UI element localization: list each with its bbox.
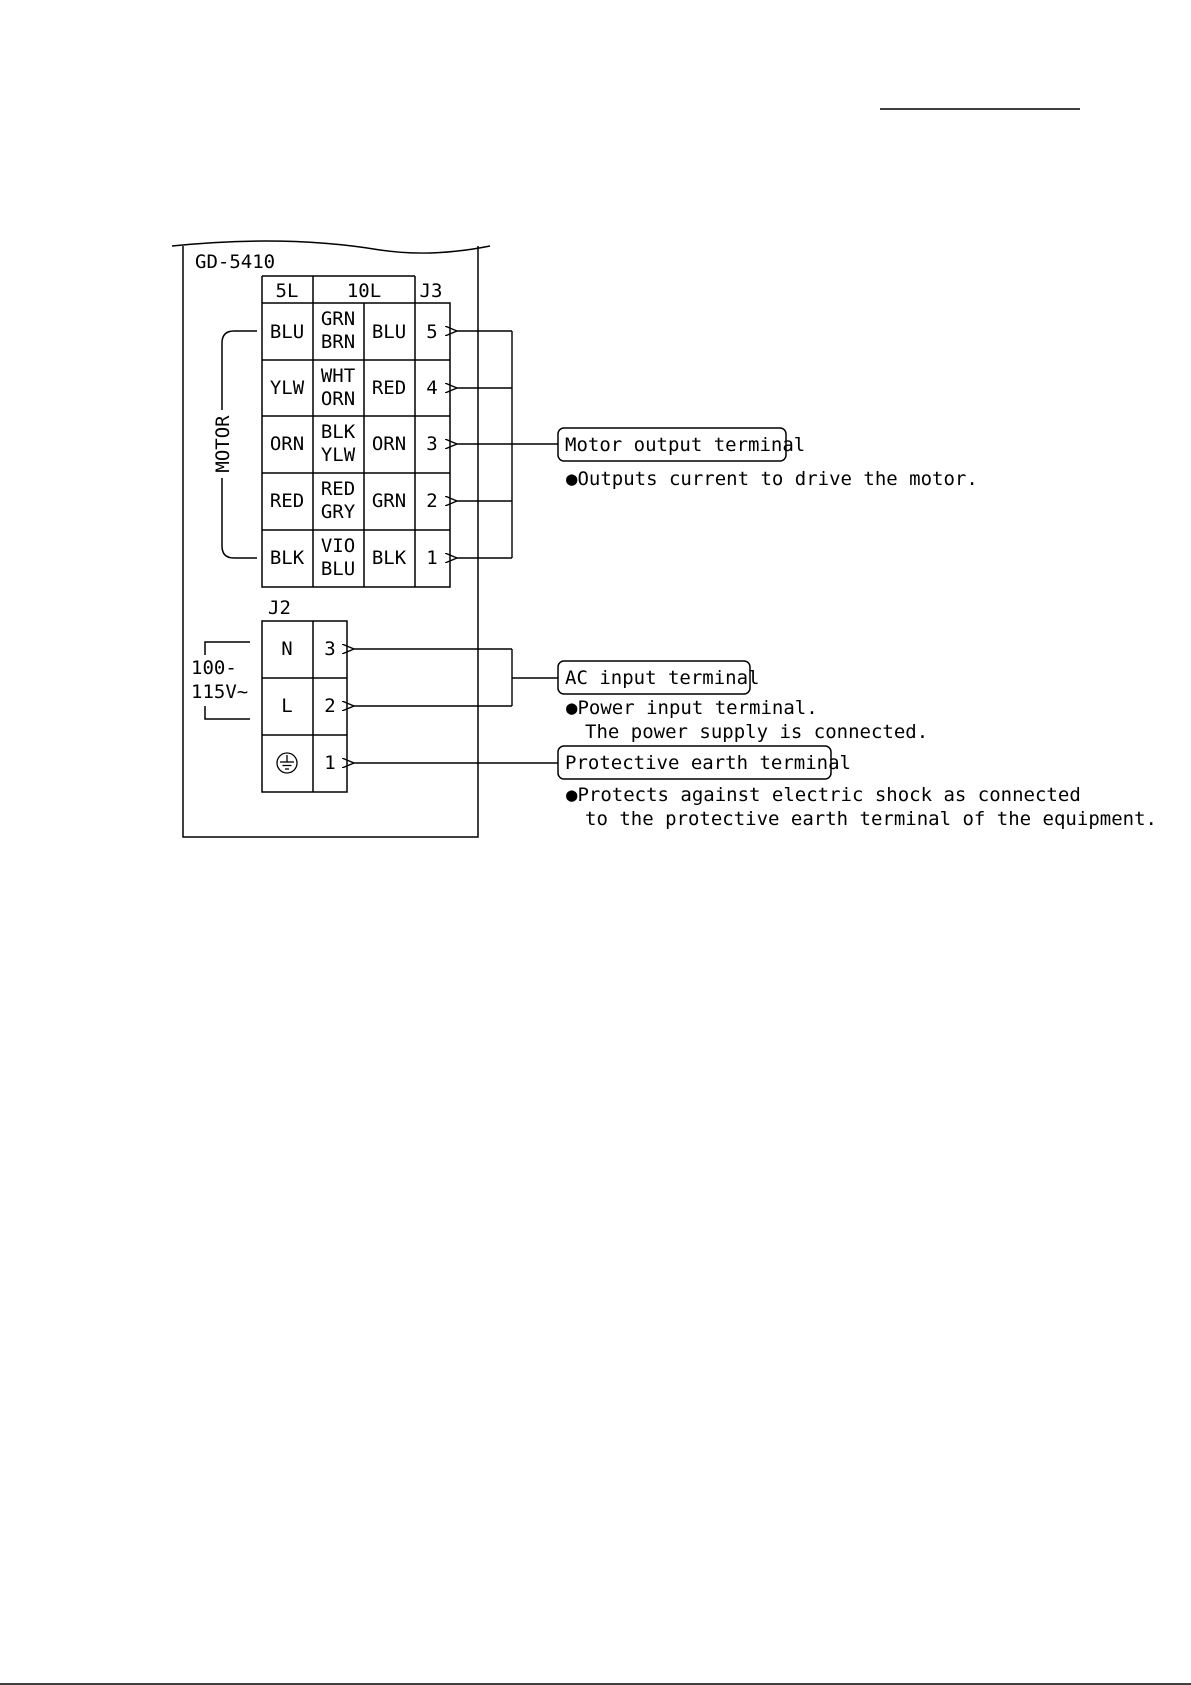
j3-cell-10l-a: BLU (321, 558, 355, 580)
ac-voltage-line1: 100- (191, 657, 237, 679)
ac-voltage-line2: 115V~ (191, 681, 248, 703)
j3-cell-10l-a: YLW (321, 444, 356, 466)
device-enclosure-body (182, 246, 479, 838)
j2-pin-number: 1 (324, 752, 335, 774)
motor-output-callout-box (557, 427, 787, 462)
j3-cell-10l-a: ORN (321, 388, 355, 410)
j3-cell-10l-a: VIO (321, 535, 355, 557)
motor-label: MOTOR (212, 415, 234, 473)
ac-input-leads (353, 649, 558, 706)
j3-rows: BLU GRN BRN BLU 5 YLW WHT ORN RED 4 ORN … (270, 308, 438, 580)
ac-input-callout-box (557, 660, 751, 695)
ac-voltage-bracket (204, 641, 250, 720)
j3-cell-10l-a: GRN (321, 308, 355, 330)
j3-cell-5l: ORN (270, 433, 304, 455)
j3-connector-table (261, 275, 451, 588)
j3-header-5l: 5L (276, 280, 299, 302)
ac-input-callout-desc1: ●Power input terminal. (566, 697, 818, 719)
ac-input-callout-desc2: The power supply is connected. (585, 721, 928, 743)
j3-connector-label: J3 (420, 280, 443, 302)
j3-cell-10l-b: ORN (372, 433, 406, 455)
j2-cell-label: N (281, 638, 292, 660)
protective-earth-callout-title: Protective earth terminal (565, 752, 851, 774)
device-enclosure (171, 240, 491, 254)
j2-pin-number: 3 (324, 638, 335, 660)
j3-cell-10l-b: GRN (372, 490, 406, 512)
j3-cell-5l: BLK (270, 547, 305, 569)
j2-connector-label: J2 (268, 597, 291, 619)
j3-cell-10l-b: BLK (372, 547, 407, 569)
motor-output-callout-desc: ●Outputs current to drive the motor. (566, 468, 978, 490)
j3-cell-5l: RED (270, 490, 304, 512)
j3-header-10l: 10L (347, 280, 381, 302)
protective-earth-callout-desc1: ●Protects against electric shock as conn… (566, 784, 1081, 806)
j3-cell-5l: BLU (270, 321, 304, 343)
j3-pin-number: 3 (426, 433, 437, 455)
j3-cell-10l-b: RED (372, 377, 406, 399)
motor-bracket (221, 330, 257, 559)
j3-pin-number: 1 (426, 547, 437, 569)
protective-earth-callout-desc2: to the protective earth terminal of the … (585, 808, 1157, 830)
j3-pin-number: 5 (426, 321, 437, 343)
j3-cell-10l-b: BLU (372, 321, 406, 343)
motor-output-callout-title: Motor output terminal (565, 434, 805, 456)
j3-pin-number: 4 (426, 377, 437, 399)
j2-pin-number: 2 (324, 695, 335, 717)
device-model: GD-5410 (195, 251, 275, 273)
protective-earth-callout-box (557, 745, 832, 780)
ac-input-callout-title: AC input terminal (565, 667, 759, 689)
j3-cell-10l-a: GRY (321, 501, 356, 523)
motor-output-leads (456, 331, 558, 558)
j3-cell-10l-a: BLK (321, 421, 356, 443)
j3-cell-10l-a: RED (321, 478, 355, 500)
j3-cell-10l-a: BRN (321, 331, 355, 353)
j2-cell-label: L (281, 695, 292, 717)
j3-cell-5l: YLW (270, 377, 305, 399)
j3-pin-number: 2 (426, 490, 437, 512)
ground-icon (276, 752, 298, 774)
j3-cell-10l-a: WHT (321, 365, 355, 387)
